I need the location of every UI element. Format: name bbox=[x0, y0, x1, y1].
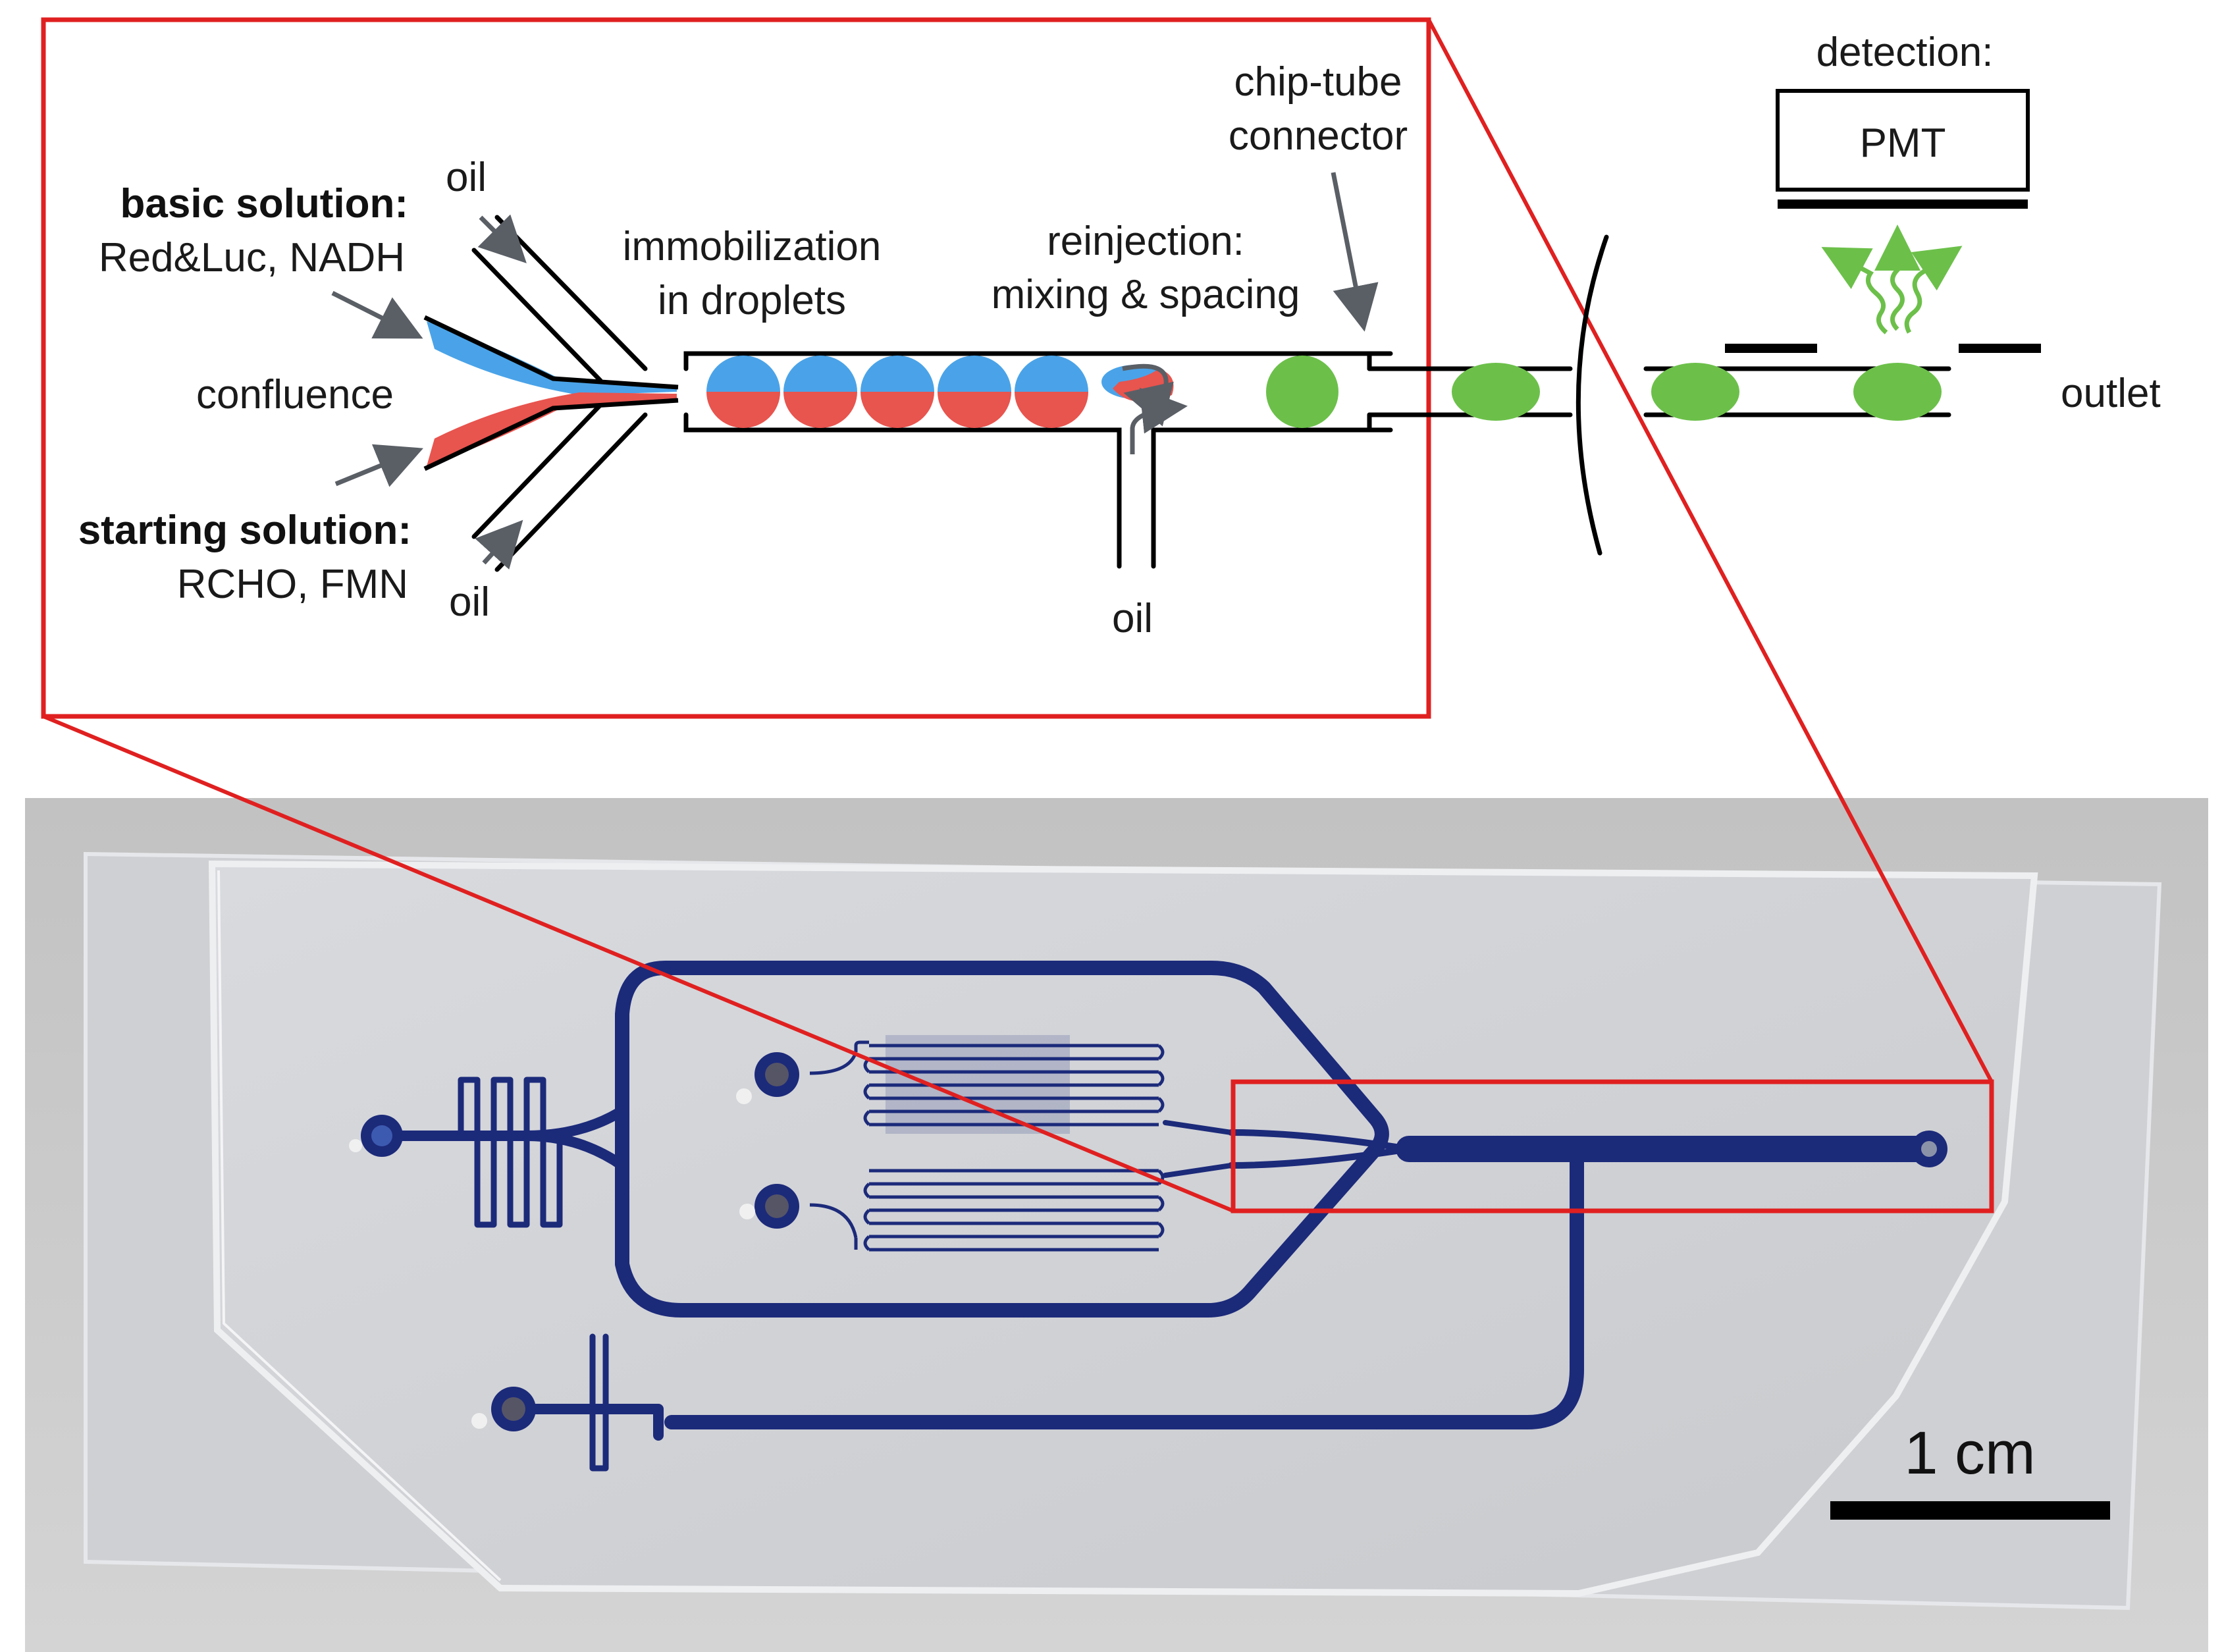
chip-photo: 1 cm bbox=[25, 798, 2208, 1652]
inlet-ports bbox=[349, 1052, 1947, 1431]
immobilized-droplets bbox=[706, 356, 1088, 428]
starting-solution-contents: RCHO, FMN bbox=[177, 562, 408, 607]
bottom-stub-channel bbox=[589, 1333, 609, 1472]
loop-junction-channel bbox=[521, 1107, 624, 1141]
inner-feed-top bbox=[1163, 1120, 1234, 1135]
pdms-chip bbox=[208, 860, 2038, 1597]
green-droplet-channel bbox=[1266, 356, 1338, 428]
pointer-arrows bbox=[331, 172, 1379, 570]
detection-assembly bbox=[1725, 89, 2041, 353]
connector-line2: connector bbox=[1229, 113, 1408, 159]
luminescence-arrows bbox=[1821, 225, 1963, 334]
schematic-labels: basic solution: Red&Luc, NADH confluence… bbox=[78, 30, 2161, 641]
mixing-droplet bbox=[1101, 363, 1188, 454]
emission-arrow-right bbox=[1904, 246, 1963, 334]
emission-arrow-left bbox=[1821, 247, 1888, 334]
oil-reinjection-channel bbox=[664, 1152, 1584, 1429]
bottom-left-inlet-channel bbox=[515, 1404, 664, 1441]
droplet-4 bbox=[938, 356, 1011, 428]
break-mark-left bbox=[1575, 234, 1609, 556]
confluence-label: confluence bbox=[196, 372, 394, 417]
product-droplets bbox=[1266, 356, 1942, 428]
oil-bottom-label: oil bbox=[449, 579, 490, 625]
connector-step bbox=[1348, 351, 1393, 433]
oil-reinjection-label: oil bbox=[1112, 596, 1153, 641]
starting-solution-title: starting solution: bbox=[78, 508, 411, 553]
connector-arrow bbox=[1331, 172, 1379, 332]
oil-top-arrow bbox=[477, 214, 527, 263]
reinjection-line1: reinjection: bbox=[1047, 219, 1244, 264]
oil-bottom-arrow bbox=[475, 520, 523, 570]
basic-solution-title: basic solution: bbox=[120, 181, 408, 226]
droplet-5 bbox=[1015, 356, 1088, 428]
port-lower bbox=[739, 1184, 799, 1229]
green-droplet-detection bbox=[1853, 363, 1942, 421]
droplet-3 bbox=[860, 356, 934, 428]
zoom-region-box bbox=[1231, 1079, 1994, 1213]
pmt-window bbox=[1778, 200, 2028, 209]
pmt-box bbox=[1776, 89, 2030, 192]
lower-serpentine bbox=[854, 1169, 1165, 1252]
slit-right bbox=[1959, 344, 2041, 353]
chip-channels bbox=[390, 961, 1942, 1472]
outer-loop-channel bbox=[615, 961, 1389, 1318]
green-droplet-tube-2 bbox=[1651, 363, 1739, 421]
inner-feed-bottom bbox=[1163, 1163, 1234, 1178]
reinjection-flow-arrow bbox=[1130, 387, 1188, 454]
port-upper bbox=[736, 1052, 799, 1104]
port-outlet bbox=[1911, 1131, 1947, 1167]
slit-left bbox=[1725, 344, 1817, 353]
y-junction-top bbox=[1228, 1129, 1412, 1152]
oil-top-label: oil bbox=[446, 155, 487, 200]
serpentine-feed-upper bbox=[809, 1052, 858, 1075]
upper-serpentine bbox=[854, 1035, 1165, 1134]
chip-edge-highlight bbox=[217, 870, 502, 1582]
pmt-label: PMT bbox=[1860, 120, 1946, 166]
basic-solution-arrow bbox=[331, 290, 423, 339]
starting-solution-arrow bbox=[334, 444, 423, 487]
scale-bar-label: 1 cm bbox=[1904, 1420, 2035, 1487]
confluence-streams bbox=[423, 315, 679, 471]
emission-arrow-center bbox=[1874, 225, 1920, 331]
zoom-connector-lines bbox=[42, 18, 1994, 1213]
basic-solution-contents: Red&Luc, NADH bbox=[99, 235, 405, 280]
droplet-2 bbox=[783, 356, 857, 428]
immobilization-line2: in droplets bbox=[658, 278, 846, 323]
detection-label: detection: bbox=[1816, 30, 1994, 75]
serpentine-feed-lower bbox=[809, 1203, 858, 1239]
droplet-1 bbox=[706, 356, 780, 428]
reinjection-line2: mixing & spacing bbox=[992, 272, 1300, 317]
outlet-label: outlet bbox=[2061, 371, 2161, 416]
port-left bbox=[349, 1115, 403, 1157]
scale-bar-line bbox=[1830, 1501, 2110, 1520]
port-bottom bbox=[471, 1387, 536, 1431]
confluence-outline bbox=[423, 315, 679, 471]
green-droplet-tube-1 bbox=[1452, 363, 1540, 421]
immobilization-line1: immobilization bbox=[623, 224, 882, 269]
y-junction-bottom bbox=[1228, 1146, 1412, 1169]
left-serpentine bbox=[458, 1077, 563, 1228]
scale-bar: 1 cm bbox=[1830, 1420, 2110, 1520]
connector-line1: chip-tube bbox=[1234, 59, 1402, 105]
oil-top-channel-lower bbox=[471, 248, 603, 383]
oil-bottom-channel-upper bbox=[471, 402, 603, 539]
